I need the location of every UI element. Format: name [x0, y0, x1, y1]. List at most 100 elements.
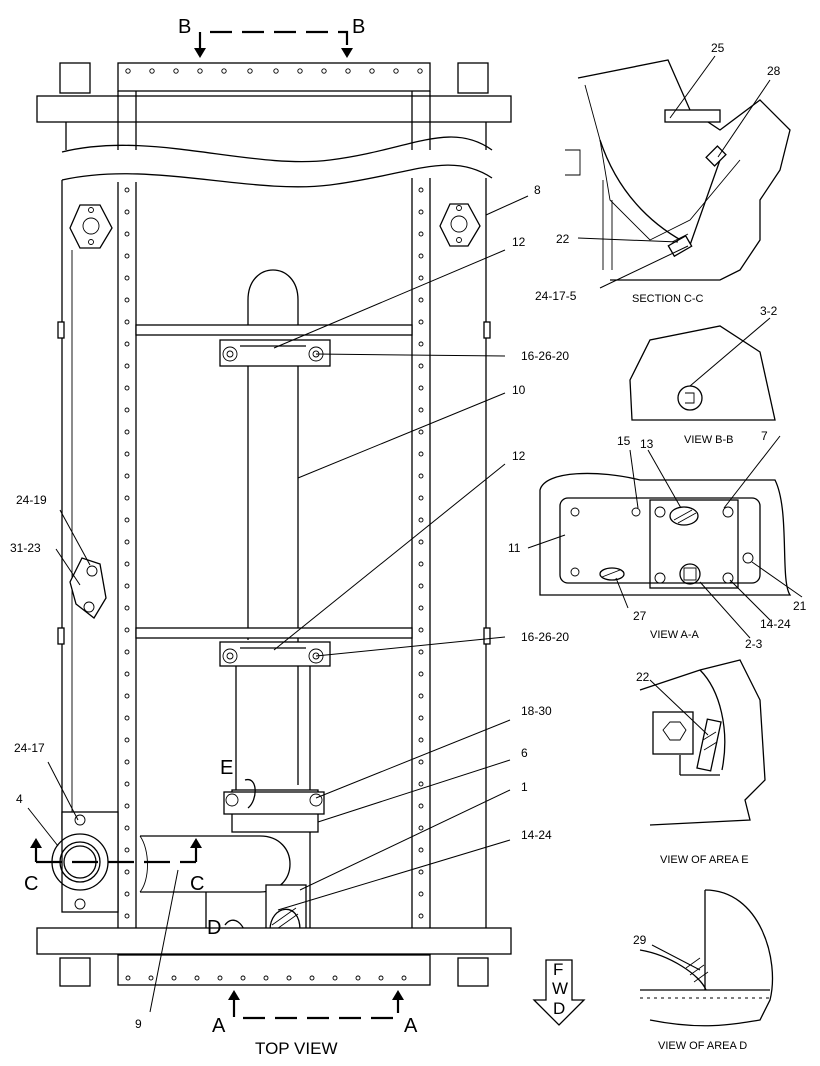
rivet [124, 561, 130, 567]
rivet [378, 975, 384, 981]
rivet [418, 517, 424, 523]
bottom-right-mount [457, 957, 489, 987]
fwd-letter-w: W [552, 979, 568, 998]
callout-21: 21 [793, 599, 807, 613]
callout-3-2: 3-2 [760, 304, 778, 318]
section-label-c-left: C [24, 873, 38, 895]
rivet [124, 583, 130, 589]
rivet [124, 649, 130, 655]
callout-15: 15 [617, 434, 631, 448]
rivet [124, 429, 130, 435]
top-tank [117, 62, 431, 92]
section-label-a-left: A [212, 1015, 226, 1037]
top-rail [36, 95, 512, 123]
rivet [124, 847, 130, 853]
rivet [418, 627, 424, 633]
callout-7: 7 [761, 429, 768, 443]
rivet [418, 561, 424, 567]
callout-22-area-e: 22 [636, 670, 650, 684]
rivet [124, 473, 130, 479]
bracket-upper [135, 324, 413, 336]
bracket-lower [135, 627, 413, 639]
rivet [418, 693, 424, 699]
rivet [418, 473, 424, 479]
caption-view-bb: VIEW B-B [684, 434, 734, 446]
caption-section-cc: SECTION C-C [632, 293, 704, 305]
rivet [401, 975, 407, 981]
callout-16-26-20-lower: 16-26-20 [521, 630, 569, 644]
callout-16-26-20-upper: 16-26-20 [521, 349, 569, 363]
top-right-mount [457, 62, 489, 94]
fwd-letter-d: D [553, 999, 565, 1018]
rivet [171, 975, 177, 981]
fwd-arrow [532, 959, 586, 1026]
rivet [418, 231, 424, 237]
callout-24-17-5: 24-17-5 [535, 289, 577, 303]
rivet [418, 363, 424, 369]
rivet [418, 715, 424, 721]
callout-4: 4 [16, 792, 23, 806]
rivet [124, 209, 130, 215]
rivet [124, 671, 130, 677]
callout-25: 25 [711, 41, 725, 55]
callout-18-30: 18-30 [521, 704, 552, 718]
caption-view-area-d: VIEW OF AREA D [658, 1040, 747, 1052]
rivet [124, 407, 130, 413]
bottom-rail [36, 927, 512, 955]
rivet [124, 385, 130, 391]
rivet [418, 539, 424, 545]
view-area-e [639, 659, 766, 826]
area-label-d: D [207, 917, 221, 939]
callout-9: 9 [135, 1017, 142, 1031]
bottom-tank [117, 954, 431, 986]
bottom-left-mount [59, 957, 91, 987]
rivet [125, 975, 131, 981]
view-bb [629, 325, 776, 421]
rivet [418, 891, 424, 897]
rivet [124, 693, 130, 699]
rivet [124, 913, 130, 919]
view-area-d [639, 889, 774, 1027]
rivet [124, 825, 130, 831]
rivet [418, 737, 424, 743]
rivet [124, 737, 130, 743]
rivet [124, 781, 130, 787]
section-label-b-left: B [178, 16, 191, 38]
rivet [418, 847, 424, 853]
rivet [418, 803, 424, 809]
callout-12-lower: 12 [512, 449, 526, 463]
callout-10: 10 [512, 383, 526, 397]
rivet [194, 975, 200, 981]
rivet [124, 715, 130, 721]
rivet [124, 297, 130, 303]
rivet [124, 275, 130, 281]
rivet [124, 803, 130, 809]
callout-6: 6 [521, 746, 528, 760]
callout-14-24-main: 14-24 [521, 828, 552, 842]
rivet [418, 297, 424, 303]
rivet [418, 319, 424, 325]
rivet [355, 975, 361, 981]
callout-13: 13 [640, 437, 654, 451]
rivet [418, 341, 424, 347]
rivet [418, 187, 424, 193]
callout-24-17: 24-17 [14, 741, 45, 755]
rivet [418, 583, 424, 589]
rivet [332, 975, 338, 981]
rivet [418, 385, 424, 391]
fwd-letter-f: F [553, 960, 563, 979]
top-left-mount [59, 62, 91, 94]
rivet [263, 975, 269, 981]
rivet [124, 253, 130, 259]
rivet [418, 407, 424, 413]
rivet [124, 187, 130, 193]
caption-view-area-e: VIEW OF AREA E [660, 854, 749, 866]
rivet [240, 975, 246, 981]
rivet [217, 975, 223, 981]
rivet [124, 231, 130, 237]
rivet [124, 495, 130, 501]
rivet [124, 891, 130, 897]
rivet [148, 975, 154, 981]
rivet [418, 253, 424, 259]
labels: B B A A C C D E TOP VIEW F W D 8 12 16-2… [10, 16, 807, 1058]
